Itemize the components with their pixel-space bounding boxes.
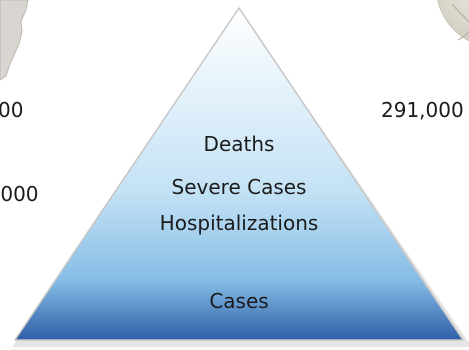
tier-cases-label: Cases xyxy=(209,289,269,313)
left-figure-upper: 00 xyxy=(0,98,24,122)
us-map-icon xyxy=(0,0,29,81)
pyramid-triangle xyxy=(14,7,464,341)
tier-deaths-label: Deaths xyxy=(203,132,275,156)
tier-severe-cases-label: Severe Cases xyxy=(171,175,307,199)
tier-hospitalizations-label: Hospitalizations xyxy=(159,211,319,235)
right-figure: 291,000 xyxy=(381,98,464,122)
globe-icon xyxy=(437,0,469,42)
left-figure-lower: ,000 xyxy=(0,182,39,206)
